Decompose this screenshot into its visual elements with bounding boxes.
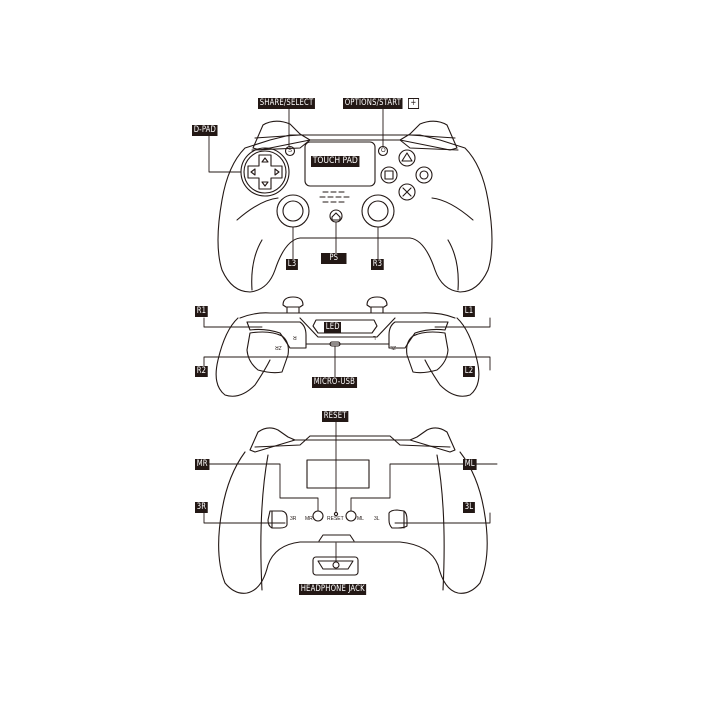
embossed-r: R — [293, 334, 297, 340]
label-r1: R1 — [195, 306, 208, 317]
embossed-ml: ML — [357, 516, 364, 522]
embossed-zr: ZR — [275, 344, 282, 350]
label-r3: R3 — [371, 259, 384, 270]
label-l1: L1 — [463, 306, 475, 317]
label-share-select: SHARE/SELECT — [258, 98, 316, 109]
embossed-3l: 3L — [374, 516, 380, 522]
label-ps: PS — [321, 253, 347, 264]
options-button-glyph: O — [381, 148, 386, 154]
label-options-start: OPTIONS/START — [343, 98, 403, 109]
label-3r: 3R — [195, 502, 208, 513]
embossed-3r: 3R — [290, 516, 297, 522]
share-button-glyph: S — [288, 148, 293, 154]
label-3l: 3L — [463, 502, 475, 513]
label-r2: R2 — [195, 366, 208, 377]
label-led: LED — [324, 322, 342, 333]
embossed-mr: MR — [305, 516, 313, 522]
label-ml: ML — [463, 459, 477, 470]
embossed-reset: RESET — [327, 516, 344, 522]
label-reset: RESET — [322, 411, 349, 422]
embossed-zl: ZL — [390, 344, 396, 350]
back-view — [203, 419, 498, 594]
label-l2: L2 — [463, 366, 475, 377]
label-options-plus: + — [408, 98, 420, 109]
top-view — [203, 296, 491, 397]
label-l3: L3 — [286, 259, 298, 270]
embossed-l: L — [373, 334, 376, 340]
label-dpad: D-PAD — [192, 125, 218, 136]
label-mr: MR — [195, 459, 210, 470]
label-headphone-jack: HEADPHONE JACK — [299, 584, 367, 595]
front-view — [208, 107, 493, 293]
label-micro-usb: MICRO-USB — [312, 377, 357, 388]
label-touch-pad: TOUCH PAD — [311, 156, 360, 167]
